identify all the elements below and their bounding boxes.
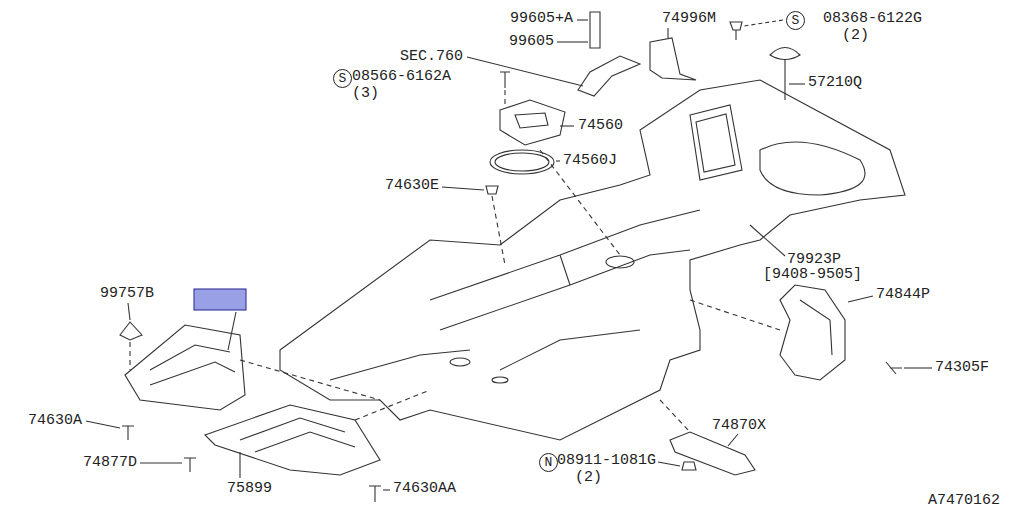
screw-part xyxy=(500,72,510,88)
under-cover xyxy=(205,405,380,475)
part-number: 74560J xyxy=(563,153,617,168)
part-number: 74630AA xyxy=(393,481,456,496)
part-number: (2) xyxy=(575,470,602,485)
plate-part xyxy=(590,12,600,48)
clip-part xyxy=(730,22,742,40)
symbol-letter: S xyxy=(339,72,347,85)
bracket-part xyxy=(578,56,640,96)
part-number: A7470162 xyxy=(928,493,1000,508)
part-number: SEC.760 xyxy=(400,49,463,64)
circled-symbol: S xyxy=(786,11,805,30)
part-number: 74560 xyxy=(578,118,623,133)
trunk-recess xyxy=(760,142,865,195)
clip-part xyxy=(486,186,498,194)
part-number: 79923P xyxy=(787,252,841,267)
floor-carpet xyxy=(280,80,905,440)
circled-symbol: N xyxy=(539,453,558,472)
bracket-part xyxy=(650,38,696,80)
clip-part xyxy=(122,426,134,440)
trunk-panel xyxy=(690,105,742,180)
part-number: 74305F xyxy=(935,360,989,375)
part-number: 75899 xyxy=(227,481,272,496)
part-number: 74877D xyxy=(83,455,137,470)
screw-part xyxy=(886,362,902,374)
tunnel-line xyxy=(330,210,700,380)
assembly-lines xyxy=(130,90,780,432)
bolt-part xyxy=(770,48,800,101)
part-number: 74870X xyxy=(712,418,766,433)
circled-symbol: S xyxy=(333,69,352,88)
part-number: 99605 xyxy=(509,34,554,49)
part-number: 57210Q xyxy=(808,75,862,90)
pad-part xyxy=(120,322,142,340)
part-number: 08566-6162A xyxy=(352,69,451,84)
part-number: 74996M xyxy=(662,11,716,26)
part-number: 99605+A xyxy=(510,11,573,26)
part-number: 74630A xyxy=(28,413,82,428)
part-number: 74844P xyxy=(876,287,930,302)
part-number: (3) xyxy=(352,86,379,101)
clip-part xyxy=(369,486,381,502)
clip-part xyxy=(184,458,196,472)
floor-hole xyxy=(492,377,508,383)
symbol-letter: N xyxy=(545,456,553,469)
part-number: [9408-9505] xyxy=(763,267,862,282)
floor-hole xyxy=(606,256,634,268)
leader-lines xyxy=(86,20,932,490)
floor-bar xyxy=(670,432,755,475)
cover-plate xyxy=(500,100,565,145)
highlight-box xyxy=(194,289,246,310)
part-number: 08368-6122G xyxy=(823,11,922,26)
part-number: 74630E xyxy=(385,178,439,193)
part-number: 99757B xyxy=(100,286,154,301)
under-cover xyxy=(125,325,245,410)
side-trim xyxy=(780,285,845,380)
seal-ring xyxy=(495,153,549,171)
nut-part xyxy=(682,462,696,470)
part-number: (2) xyxy=(842,28,869,43)
seal-ring xyxy=(490,150,554,174)
part-number: 08911-1081G xyxy=(557,453,656,468)
floor-hole xyxy=(450,358,470,366)
symbol-letter: S xyxy=(792,14,800,27)
